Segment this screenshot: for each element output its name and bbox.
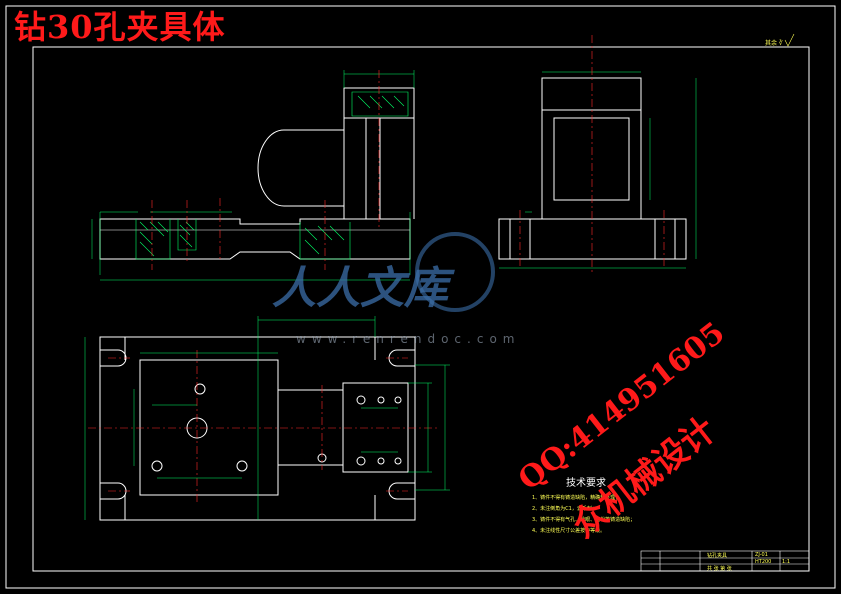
tech-requirement-item: 2、未注倒角为C1，去毛刺；	[532, 506, 597, 512]
drawing-title: 钻30孔夹具体	[14, 8, 226, 46]
title-block	[640, 550, 810, 572]
side-view-dimensions	[499, 71, 697, 269]
title-block-drawing-no: ZJ-01	[755, 552, 768, 558]
top-view-dimensions	[84, 316, 450, 520]
side-view-centerlines	[519, 35, 665, 275]
title-block-sheet: 共 张 第 张	[707, 566, 732, 572]
tech-requirement-item: 1、铸件不得有铸造缺陷，精确热处理；	[532, 495, 621, 501]
watermark-site: 人人文库	[272, 263, 448, 314]
sheet-outer-border	[5, 5, 836, 589]
tech-requirement-item: 4、未注线性尺寸公差按中等级。	[532, 528, 606, 534]
watermark-circle	[415, 232, 495, 312]
title-block-scale: 1:1	[782, 559, 791, 565]
sheet-inner-border	[32, 46, 810, 572]
top-view-centerlines	[88, 350, 440, 505]
front-view	[99, 87, 415, 260]
top-view	[99, 336, 416, 521]
tech-requirements-title: 技术要求	[566, 478, 606, 489]
front-view-centerlines	[151, 70, 380, 270]
title-block-material: HT200	[755, 559, 772, 565]
title-block-part-name: 钻孔夹具	[707, 553, 728, 559]
front-view-sections	[135, 91, 409, 260]
tech-requirement-item: 3、铸件不得有气孔、砂眼、缩松等铸造缺陷；	[532, 517, 636, 523]
side-view	[498, 77, 687, 260]
roughness-symbol	[784, 33, 795, 47]
roughness-note: 其余 ∛	[765, 40, 783, 47]
watermark-url: www.renrendoc.com	[296, 332, 521, 346]
